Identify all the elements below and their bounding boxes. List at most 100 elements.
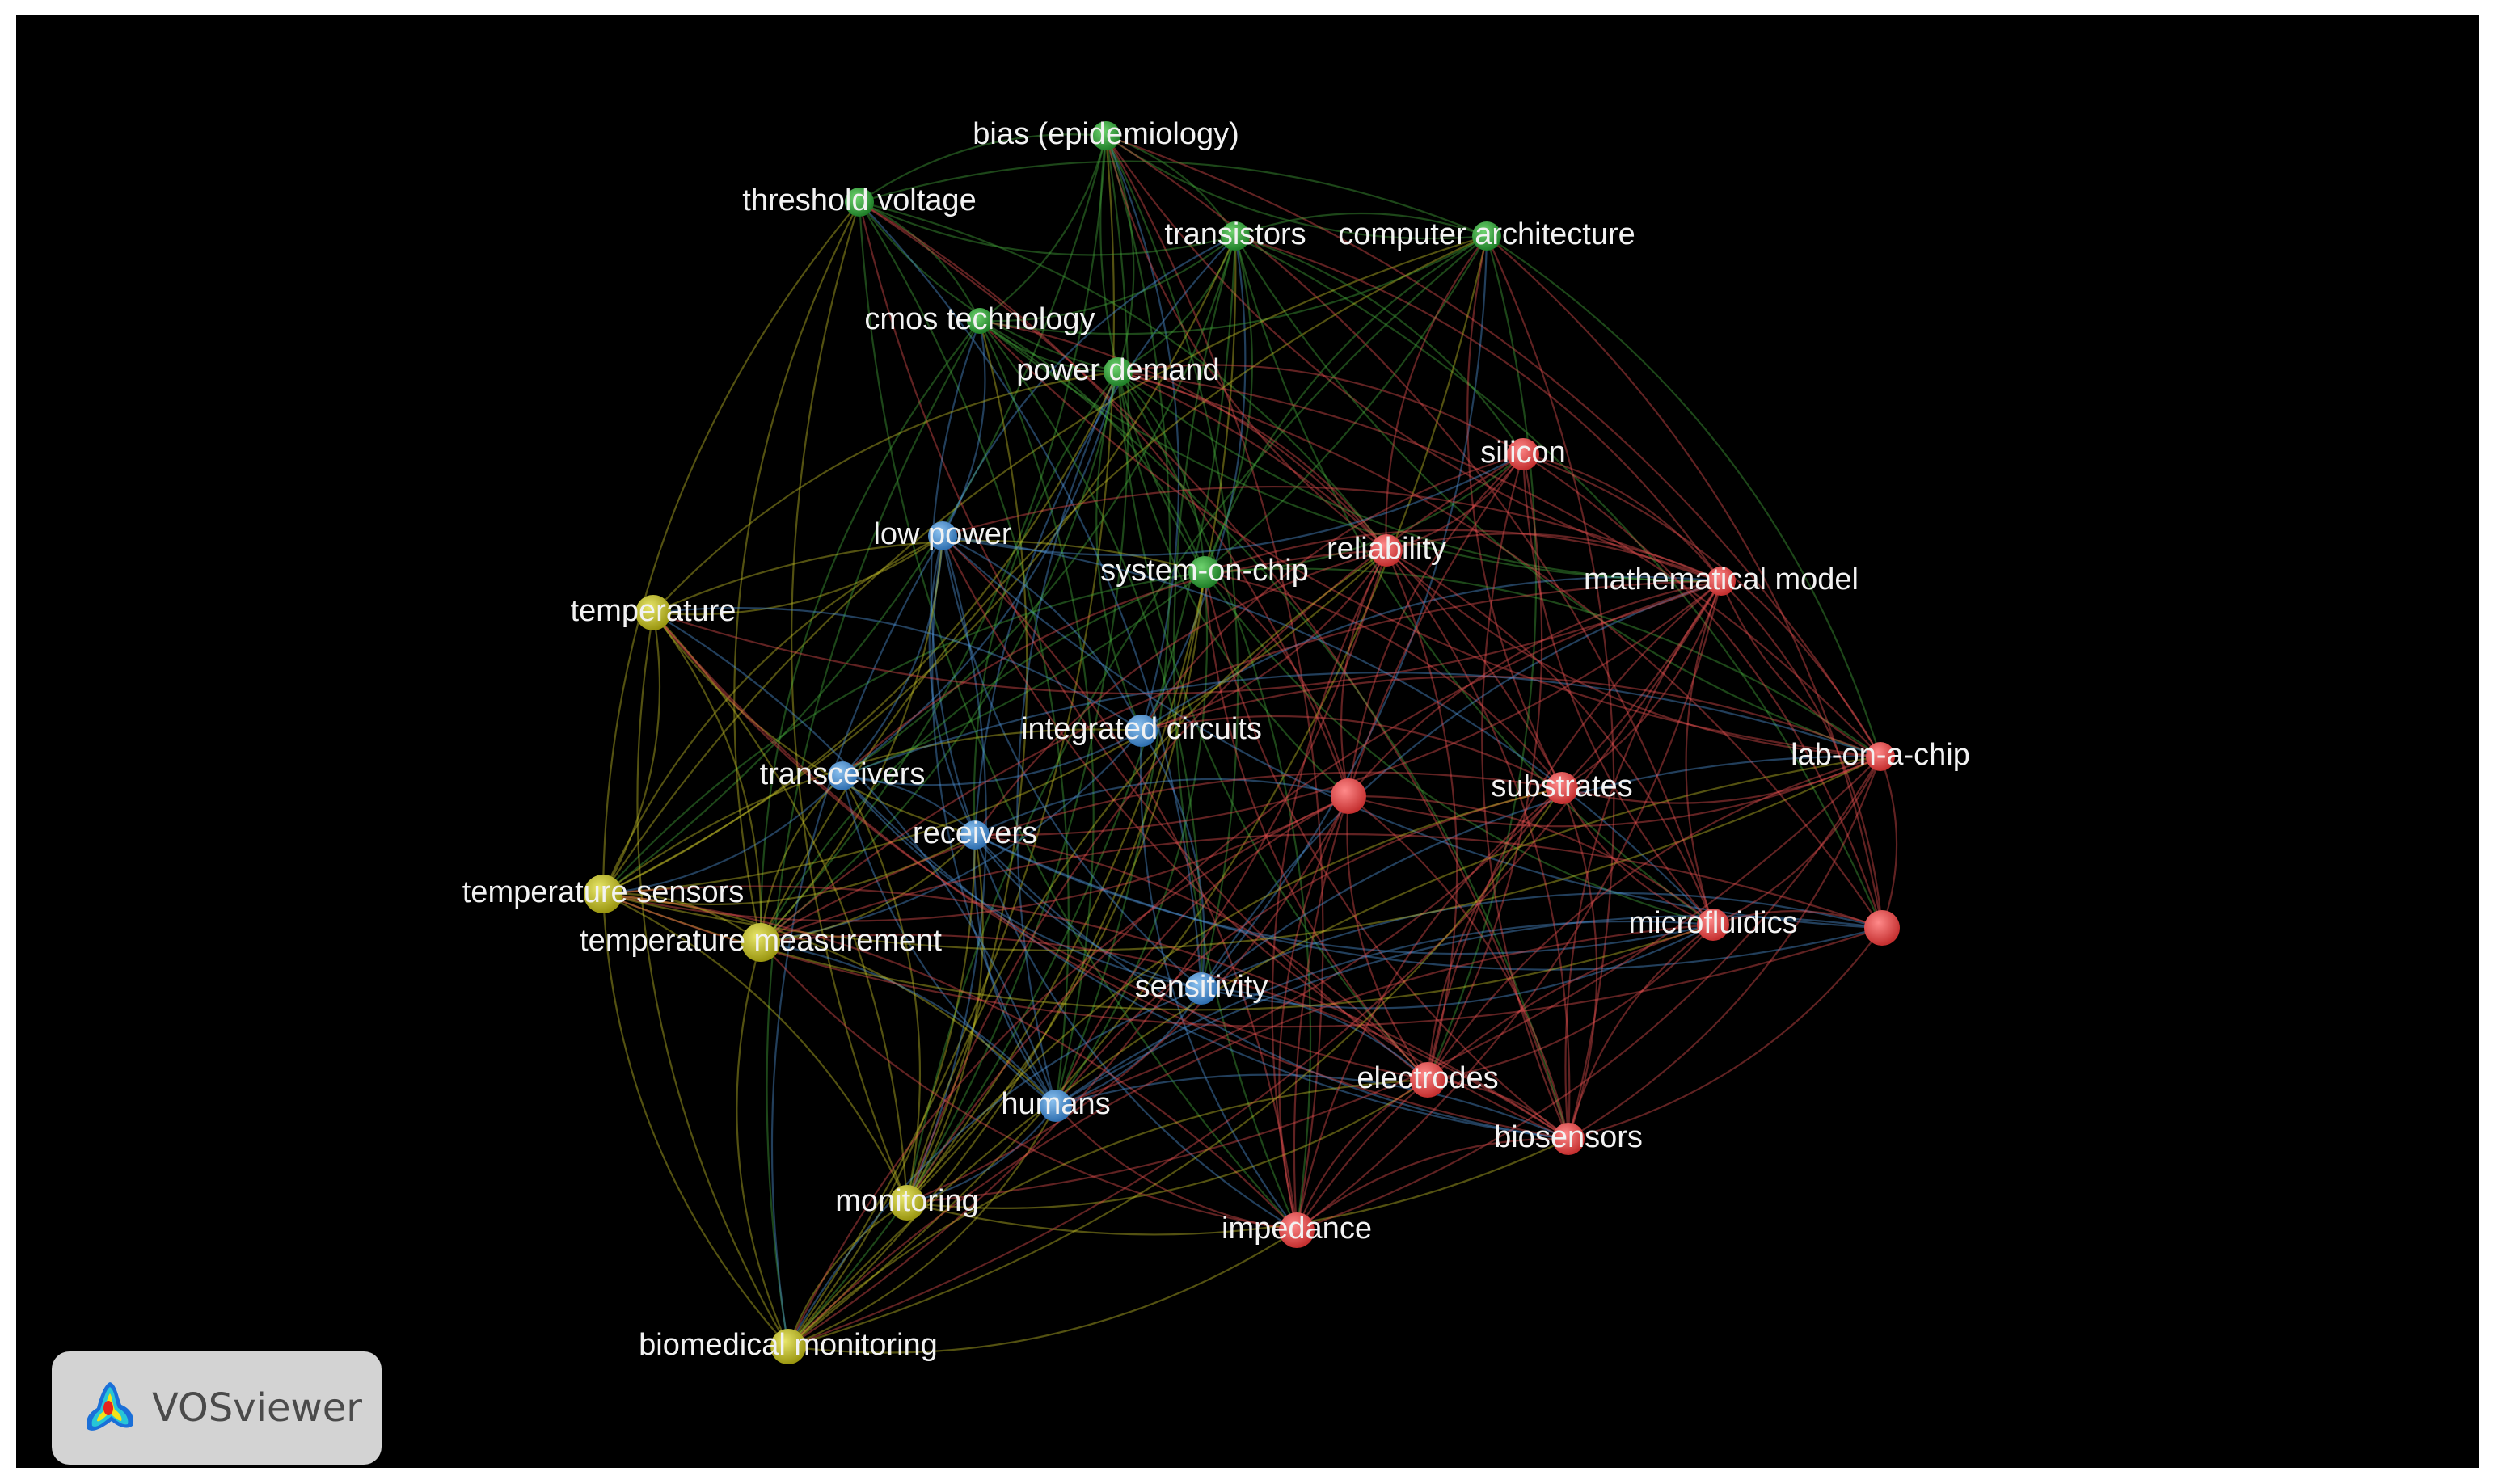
edge-comparch-electrodes <box>1426 235 1538 1081</box>
node-label-transistors[interactable]: transistors <box>1164 217 1306 251</box>
node-transceivers[interactable] <box>828 761 857 790</box>
node-label-monitoring[interactable]: monitoring <box>835 1184 978 1218</box>
node-receivers[interactable] <box>960 820 990 850</box>
node-label-transceivers[interactable]: transceivers <box>760 757 926 791</box>
edge-biomed-impedance <box>787 1229 1298 1354</box>
edge-threshold-unlabeled1 <box>859 201 1350 797</box>
edge-receivers-unlabeled2 <box>974 834 1883 971</box>
node-temperature[interactable] <box>635 595 671 630</box>
node-bias[interactable] <box>1091 121 1120 150</box>
edge-power-reliability <box>1117 370 1387 551</box>
node-label-labonchip[interactable]: lab-on-a-chip <box>1791 738 1970 772</box>
edge-transistors-unlabeled2 <box>1234 235 1884 929</box>
edge-microfluidics-electrodes <box>1427 924 1714 1081</box>
node-label-threshold[interactable]: threshold voltage <box>742 183 976 217</box>
node-soc[interactable] <box>1188 556 1221 588</box>
edge-substrates-labonchip <box>1561 756 1881 804</box>
network-canvas[interactable]: bias (epidemiology) threshold voltage tran… <box>16 15 2479 1468</box>
node-microfluidics[interactable] <box>1697 909 1729 941</box>
node-label-soc[interactable]: system-on-chip <box>1100 554 1309 588</box>
node-label-cmos[interactable]: cmos technology <box>864 302 1095 336</box>
edge-threshold-biosensors <box>859 201 1570 1140</box>
edge-labonchip-microfluidics <box>1712 756 1881 925</box>
edge-sensitivity-biomed <box>787 987 1202 1347</box>
node-unlabeled1[interactable] <box>1331 778 1366 814</box>
edge-threshold-electrodes <box>858 201 1428 1081</box>
edge-comparch-reliability <box>1385 235 1488 551</box>
node-substrates[interactable] <box>1546 772 1578 804</box>
node-label-substrates[interactable]: substrates <box>1491 769 1632 803</box>
node-label-electrodes[interactable]: electrodes <box>1357 1061 1498 1095</box>
node-reliability[interactable] <box>1370 534 1403 567</box>
edge-mathmodel-microfluidics <box>1685 580 1723 925</box>
node-labonchip[interactable] <box>1866 742 1895 771</box>
edge-power-mathmodel <box>1117 371 1722 583</box>
node-label-tempmeas[interactable]: temperature measurement <box>580 924 942 958</box>
node-label-impedance[interactable]: impedance <box>1222 1212 1372 1246</box>
node-label-receivers[interactable]: receivers <box>913 816 1037 850</box>
node-mathmodel[interactable] <box>1707 567 1736 596</box>
node-label-power[interactable]: power demand <box>1016 353 1219 387</box>
node-lowpower[interactable] <box>928 521 957 550</box>
node-threshold[interactable] <box>845 188 874 217</box>
edge-transistors-soc <box>1204 235 1253 573</box>
node-comparch[interactable] <box>1472 221 1501 251</box>
node-tempsensors[interactable] <box>584 875 622 913</box>
node-tempmeas[interactable] <box>741 923 780 962</box>
edge-humans-microfluidics <box>1055 920 1714 1107</box>
edge-humans-unlabeled1 <box>1054 795 1349 1107</box>
node-label-tempsensors[interactable]: temperature sensors <box>462 875 745 909</box>
node-label-reliability[interactable]: reliability <box>1327 532 1446 566</box>
edge-ic-impedance <box>1139 730 1298 1231</box>
edge-bias-cmos <box>979 135 1108 322</box>
node-label-sensitivity[interactable]: sensitivity <box>1135 970 1268 1004</box>
node-cmos[interactable] <box>967 308 993 334</box>
edge-power-silicon <box>1117 364 1524 455</box>
edge-receivers-reliability <box>974 549 1387 836</box>
node-label-bias[interactable]: bias (epidemiology) <box>973 117 1239 151</box>
edge-ic-reliability <box>1141 550 1387 732</box>
edge-bias-power <box>1104 135 1135 373</box>
node-label-mathmodel[interactable]: mathematical model <box>1584 563 1859 597</box>
edge-lowpower-humans <box>931 535 1057 1107</box>
node-biomed[interactable] <box>770 1329 806 1364</box>
edge-tempmeas-unlabeled2 <box>760 833 1883 944</box>
node-power[interactable] <box>1104 357 1133 386</box>
node-silicon[interactable] <box>1507 438 1539 470</box>
node-transistors[interactable] <box>1221 221 1250 251</box>
node-label-silicon[interactable]: silicon <box>1480 436 1566 470</box>
edge-lowpower-temperature <box>652 535 943 616</box>
edge-temperature-monitoring <box>652 612 909 1204</box>
node-electrodes[interactable] <box>1410 1062 1445 1098</box>
node-humans[interactable] <box>1040 1090 1072 1122</box>
edge-soc-biosensors <box>1203 571 1569 1140</box>
node-label-biomed[interactable]: biomedical monitoring <box>639 1328 938 1362</box>
node-unlabeled2[interactable] <box>1864 910 1900 946</box>
edge-soc-unlabeled1 <box>1204 571 1350 797</box>
edge-biomed-reliability <box>787 550 1388 1347</box>
edge-tempsensors-biosensors <box>602 885 1569 1140</box>
node-label-ic[interactable]: integrated circuits <box>1021 712 1262 746</box>
edge-comparch-soc <box>1203 235 1488 573</box>
edge-biomed-substrates <box>787 787 1563 1348</box>
edge-labonchip-impedance <box>1296 756 1881 1232</box>
edge-receivers-sensitivity <box>974 834 1202 990</box>
node-label-lowpower[interactable]: low power <box>873 517 1011 551</box>
node-ic[interactable] <box>1125 715 1158 747</box>
node-sensitivity[interactable] <box>1185 972 1217 1005</box>
edge-power-soc <box>1117 371 1206 573</box>
node-label-microfluidics[interactable]: microfluidics <box>1628 906 1797 940</box>
edge-mathmodel-labonchip <box>1720 580 1881 757</box>
node-label-temperature[interactable]: temperature <box>571 594 736 628</box>
edge-power-electrodes <box>1116 371 1428 1081</box>
node-monitoring[interactable] <box>889 1185 925 1221</box>
node-impedance[interactable] <box>1279 1212 1315 1248</box>
node-label-humans[interactable]: humans <box>1001 1087 1110 1121</box>
edge-lowpower-microfluidics <box>942 534 1714 925</box>
node-label-biosensors[interactable]: biosensors <box>1494 1120 1643 1154</box>
edge-comparch-tempsensors <box>602 234 1488 895</box>
edge-reliability-mathmodel <box>1386 533 1722 582</box>
node-biosensors[interactable] <box>1552 1123 1585 1155</box>
node-label-comparch[interactable]: computer architecture <box>1338 217 1635 251</box>
co-occurrence-network[interactable]: bias (epidemiology) threshold voltage tran… <box>16 15 2479 1468</box>
